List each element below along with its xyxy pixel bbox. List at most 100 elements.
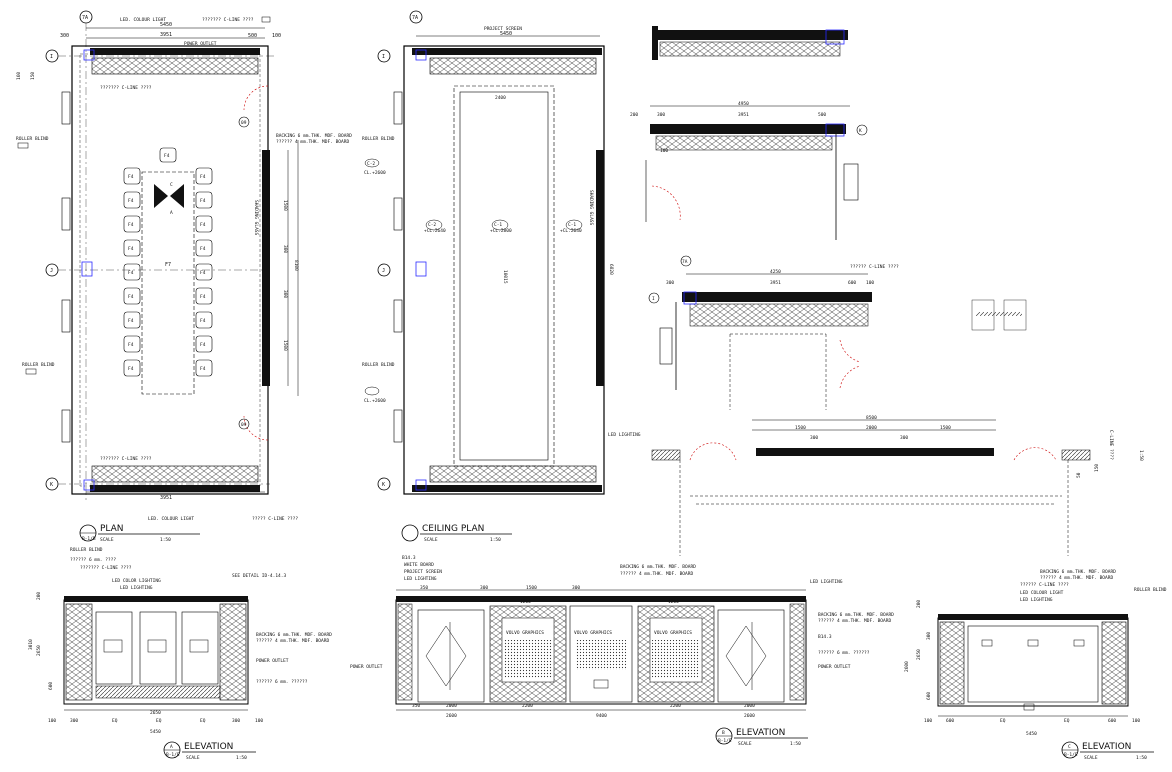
elev-c-backing: BACKING 6 mm.THK. MDF. BOARD — [1040, 569, 1116, 575]
elev-b-scale: 1:50 — [790, 741, 801, 747]
plan-chair — [195, 287, 213, 305]
detail-dim-300d: 300 — [900, 435, 908, 441]
elev-c-frame — [937, 617, 1129, 707]
elev-a-dim-300b: 300 — [232, 718, 240, 724]
plan-chair — [123, 191, 141, 209]
elev-a-dim-eq2: EQ — [156, 718, 162, 724]
detail-grid-k: K — [859, 128, 862, 134]
plan-chair — [195, 263, 213, 281]
elev-c-h-600: 600 — [926, 692, 932, 700]
plan-backing2: ?????? 4 mm.THK. MDF. BOARD — [276, 139, 349, 145]
plan-dim-total: 5450 — [160, 22, 172, 28]
plan-chair-label: F4 — [200, 294, 206, 300]
detail-dim-1500a: 1500 — [795, 425, 806, 431]
plan-chair — [123, 167, 141, 185]
elev-c-title: ELEVATION — [1082, 742, 1131, 752]
elev-a-left-panel — [65, 603, 93, 701]
elev-b-dim-1200a: 1200 — [520, 599, 531, 605]
ceiling-recess-inner — [459, 91, 549, 461]
ceiling-h3: +CL.2640 — [424, 228, 446, 234]
elev-a-ref: B-1/E — [166, 752, 180, 758]
plan-bottom-wall — [90, 485, 260, 492]
elev-b-panel-2 — [569, 605, 633, 703]
ceiling-scale: 1:50 — [490, 537, 501, 543]
elev-c-dim-eq2: EQ — [1064, 718, 1070, 724]
ceiling-top-cabinet — [429, 57, 597, 75]
elev-a-scale: 1:50 — [236, 755, 247, 761]
detail-grid-7a: 7A — [682, 259, 688, 265]
plan-table-label: F7 — [165, 262, 171, 268]
detail-4-glass — [756, 448, 994, 456]
elev-c-ref: B-1/E — [1064, 752, 1078, 758]
plan-chair-label: F4 — [128, 318, 134, 324]
elev-a-dim-eq3: EQ — [200, 718, 206, 724]
detail-dim-300b: 300 — [666, 280, 674, 286]
elev-a-dim-300a: 300 — [70, 718, 78, 724]
elev-c-dim-5450: 5450 — [1026, 731, 1037, 737]
plan-door-09a: 09 — [241, 120, 247, 126]
plan-chair-head — [159, 147, 177, 163]
elev-b-dim-2200b: 2200 — [670, 703, 681, 709]
plan-chair-label: F4 — [128, 342, 134, 348]
plan-chair-label: F4 — [128, 246, 134, 252]
plan-glass-label: SHADING GLASS — [253, 200, 259, 236]
elev-a-h-200: 200 — [36, 592, 42, 600]
ceiling-roller-blind-2: ROLLER BLIND — [362, 362, 395, 368]
plan-chair-label: F4 — [200, 198, 206, 204]
plan-view: 7A I J K 5450 300 3951 500 100 LED. COLO… — [16, 10, 352, 543]
elev-a-cabinet-2 — [139, 611, 177, 685]
plan-dim-150: 150 — [30, 72, 36, 80]
detail-dim-1500b: 1500 — [940, 425, 951, 431]
plan-chair — [195, 335, 213, 353]
grid-label-7a: 7A — [82, 15, 88, 21]
elev-c-cline: ?????? C-LINE ???? — [1020, 582, 1069, 588]
elev-b-dim-2200a: 2200 — [522, 703, 533, 709]
elev-b-dim-2600a: 2600 — [446, 713, 457, 719]
elev-a-base — [95, 685, 221, 699]
ceiling-roller-blind-1: ROLLER BLIND — [362, 136, 395, 142]
detail-dim-180: 1:50 — [1138, 450, 1144, 461]
detail-dim-300c: 300 — [810, 435, 818, 441]
elev-a-power-outlet: POWER OUTLET — [256, 658, 289, 664]
detail-dim-8500: 8500 — [866, 415, 877, 421]
elev-b-dim-1500: 1500 — [526, 585, 537, 591]
elev-c-dim-200: 200 — [916, 600, 922, 608]
detail-cline: ?????? C-LINE ???? — [850, 264, 899, 270]
plan-chair — [123, 263, 141, 281]
ceiling-c1: C-1 — [494, 222, 502, 228]
ceiling-recess-outer — [453, 85, 555, 467]
plan-ref: B-1/B — [82, 536, 96, 542]
detail-cline-v: C-LINE ???? — [1108, 430, 1114, 460]
plan-led-top: LED. COLOUR LIGHT — [120, 17, 166, 23]
elev-b-dim-2000a: 2000 — [446, 703, 457, 709]
plan-chair-label: F4 — [200, 318, 206, 324]
ceiling-dim-5450: 5450 — [500, 31, 512, 37]
plan-chair-head-label: F4 — [164, 153, 170, 159]
elev-c-dim-600b: 600 — [1108, 718, 1116, 724]
elev-c-left-panel — [939, 621, 965, 705]
detail-dim-3951a: 3951 — [738, 112, 749, 118]
ceiling-led-lighting: LED LIGHTING — [608, 432, 641, 438]
plan-chair-label: F4 — [128, 270, 134, 276]
elev-b-project-screen: PROJECT SCREEN — [404, 569, 442, 575]
elev-c-scale: 1:50 — [1136, 755, 1147, 761]
ceiling-grid-k: K — [382, 482, 385, 488]
elev-b-dim-300b: 300 — [572, 585, 580, 591]
elev-a-cline: ??????? C-LINE ???? — [80, 565, 132, 571]
detail-dim-4950: 4950 — [738, 101, 749, 107]
plan-roller-blind-2: ROLLER BLIND — [22, 362, 55, 368]
elev-c-led-lighting: LED LIGHTING — [1020, 597, 1053, 603]
plan-dim-bottom-inner: 3951 — [160, 495, 172, 501]
elev-b-backing-top2: ?????? 4 mm.THK. MDF. BOARD — [620, 571, 693, 577]
elev-b-b143-r: B14.3 — [818, 634, 832, 640]
ceiling-h1: CL.+2600 — [364, 170, 386, 176]
elev-b-dim-2600b: 2600 — [744, 713, 755, 719]
elev-b-power-outlet-l: POWER OUTLET — [350, 664, 383, 670]
elev-c-dim-eq1: EQ — [1000, 718, 1006, 724]
detail-dim-200: 200 — [630, 112, 638, 118]
ceiling-grid-i: I — [382, 54, 385, 60]
elev-c-dim-600a: 600 — [946, 718, 954, 724]
plan-led-bottom: LED. COLOUR LIGHT — [148, 516, 194, 522]
